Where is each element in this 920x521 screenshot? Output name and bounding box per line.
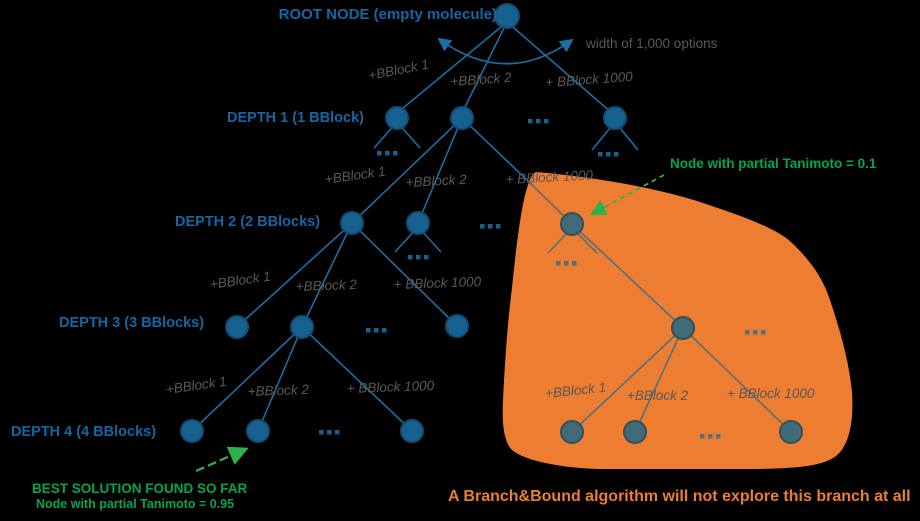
explored-nodes [180,3,627,443]
best-solution-title: BEST SOLUTION FOUND SO FAR [32,481,248,496]
ellipsis-icon [598,152,619,157]
depth4-node-2-best-solution [246,419,270,443]
depth4-node-1 [180,419,204,443]
ellipsis-icon [556,261,577,266]
ellipsis-icon [745,330,766,335]
pruned-nodes [560,212,803,444]
pruned-tree-edges [527,180,792,433]
edge-label-bblock2: +BBlock 2 [295,276,358,295]
ellipsis-icon [528,119,549,124]
root-node-label: ROOT NODE (empty molecule) [278,6,497,23]
ellipsis-icons-slate [556,261,766,439]
ellipsis-icon [377,151,398,156]
ellipsis-icon [319,430,340,435]
pruned-depth2-node-low-tanimoto [560,212,584,236]
depth2-node-1 [340,211,364,235]
best-solution-arrow [195,446,249,473]
ellipsis-icon [366,328,387,333]
edge-label-bblock1000: + BBlock 1000 [727,386,815,401]
pruned-depth4-node-1000 [779,420,803,444]
branch-width-annotation: width of 1,000 options [586,36,718,51]
ellipsis-icon [408,255,429,260]
depth2-label: DEPTH 2 (2 BBlocks) [175,214,321,230]
edge-label-bblock2: +BBlock 2 [627,388,689,403]
root-node [494,3,520,29]
tanimoto-low-dashed-arrow [589,174,665,216]
depth3-node-1000 [445,314,469,338]
pruned-depth4-node-2 [623,420,647,444]
pruned-depth3-node [671,316,695,340]
depth1-label: DEPTH 1 (1 BBlock) [227,110,364,126]
edge-label-bblock1000: + BBlock 1000 [346,377,435,397]
edge-label-bblock2: +BBlock 2 [405,171,468,191]
ellipsis-icon [700,434,721,439]
edge-label-bblock1000: + BBlock 1000 [393,273,482,293]
pruned-depth4-node-1 [560,420,584,444]
branch-bound-note: A Branch&Bound algorithm will not explor… [448,488,911,505]
depth3-node-2 [290,315,314,339]
tanimoto-low-annotation: Node with partial Tanimoto = 0.1 [670,156,877,171]
depth4-node-1000 [400,419,424,443]
depth3-node-1 [225,315,249,339]
edge-label-bblock2: +BBlock 2 [247,381,310,400]
depth1-node-1 [385,106,409,130]
depth1-node-2 [450,106,474,130]
best-solution-subtitle: Node with partial Tanimoto = 0.95 [36,497,235,511]
depth2-node-2 [406,211,430,235]
ellipsis-icon [480,224,501,229]
depth3-label: DEPTH 3 (3 BBlocks) [59,315,205,331]
depth1-node-1000 [603,106,627,130]
branch-width-arc-arrow [437,37,574,65]
depth4-label: DEPTH 4 (4 BBlocks) [11,424,157,440]
ellipsis-icons-blue [319,119,619,435]
